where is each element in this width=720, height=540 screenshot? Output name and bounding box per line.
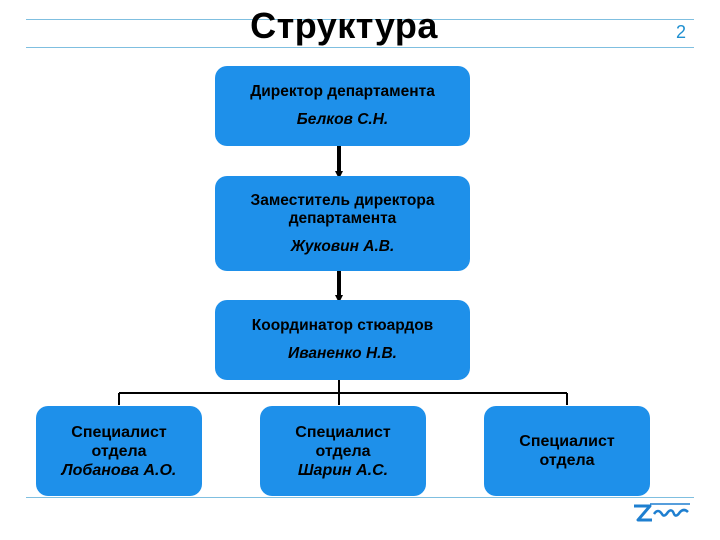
specialist-box-1: Специалист отдела Лобанова А.О. xyxy=(36,406,202,496)
branch-connector xyxy=(118,380,568,405)
specialist-1-role-line1: Специалист xyxy=(71,423,167,441)
page-number: 2 xyxy=(675,22,686,42)
deputy-role: Заместитель директора департамента xyxy=(250,191,435,227)
director-role: Директор департамента xyxy=(250,83,435,100)
top-rule xyxy=(26,19,694,20)
coordinator-role: Координатор стюардов xyxy=(251,317,434,334)
director-box: Директор департамента Белков С.Н. xyxy=(215,66,470,146)
director-name: Белков С.Н. xyxy=(296,111,389,128)
deputy-name: Жуковин А.В. xyxy=(290,237,395,255)
specialist-2-role-line2: отдела xyxy=(315,442,371,460)
specialist-3-role-line1: Специалист xyxy=(519,433,615,450)
deputy-box: Заместитель директора департамента Жуков… xyxy=(215,176,470,271)
specialist-2-role-line1: Специалист xyxy=(295,423,391,441)
coordinator-box: Координатор стюардов Иваненко Н.В. xyxy=(215,300,470,380)
zenit-logo-icon xyxy=(634,503,690,522)
specialist-box-3: Специалист отдела xyxy=(484,406,650,496)
specialist-1-name: Лобанова А.О. xyxy=(61,461,177,479)
slide-title: Структура xyxy=(250,5,438,46)
header-rule xyxy=(26,47,694,48)
footer-rule xyxy=(26,497,694,498)
specialist-3-role-line2: отдела xyxy=(539,452,595,469)
specialist-1-role-line2: отдела xyxy=(91,442,147,460)
specialist-box-2: Специалист отдела Шарин А.С. xyxy=(260,406,426,496)
specialist-2-name: Шарин А.С. xyxy=(297,461,389,479)
coordinator-name: Иваненко Н.В. xyxy=(288,345,397,362)
